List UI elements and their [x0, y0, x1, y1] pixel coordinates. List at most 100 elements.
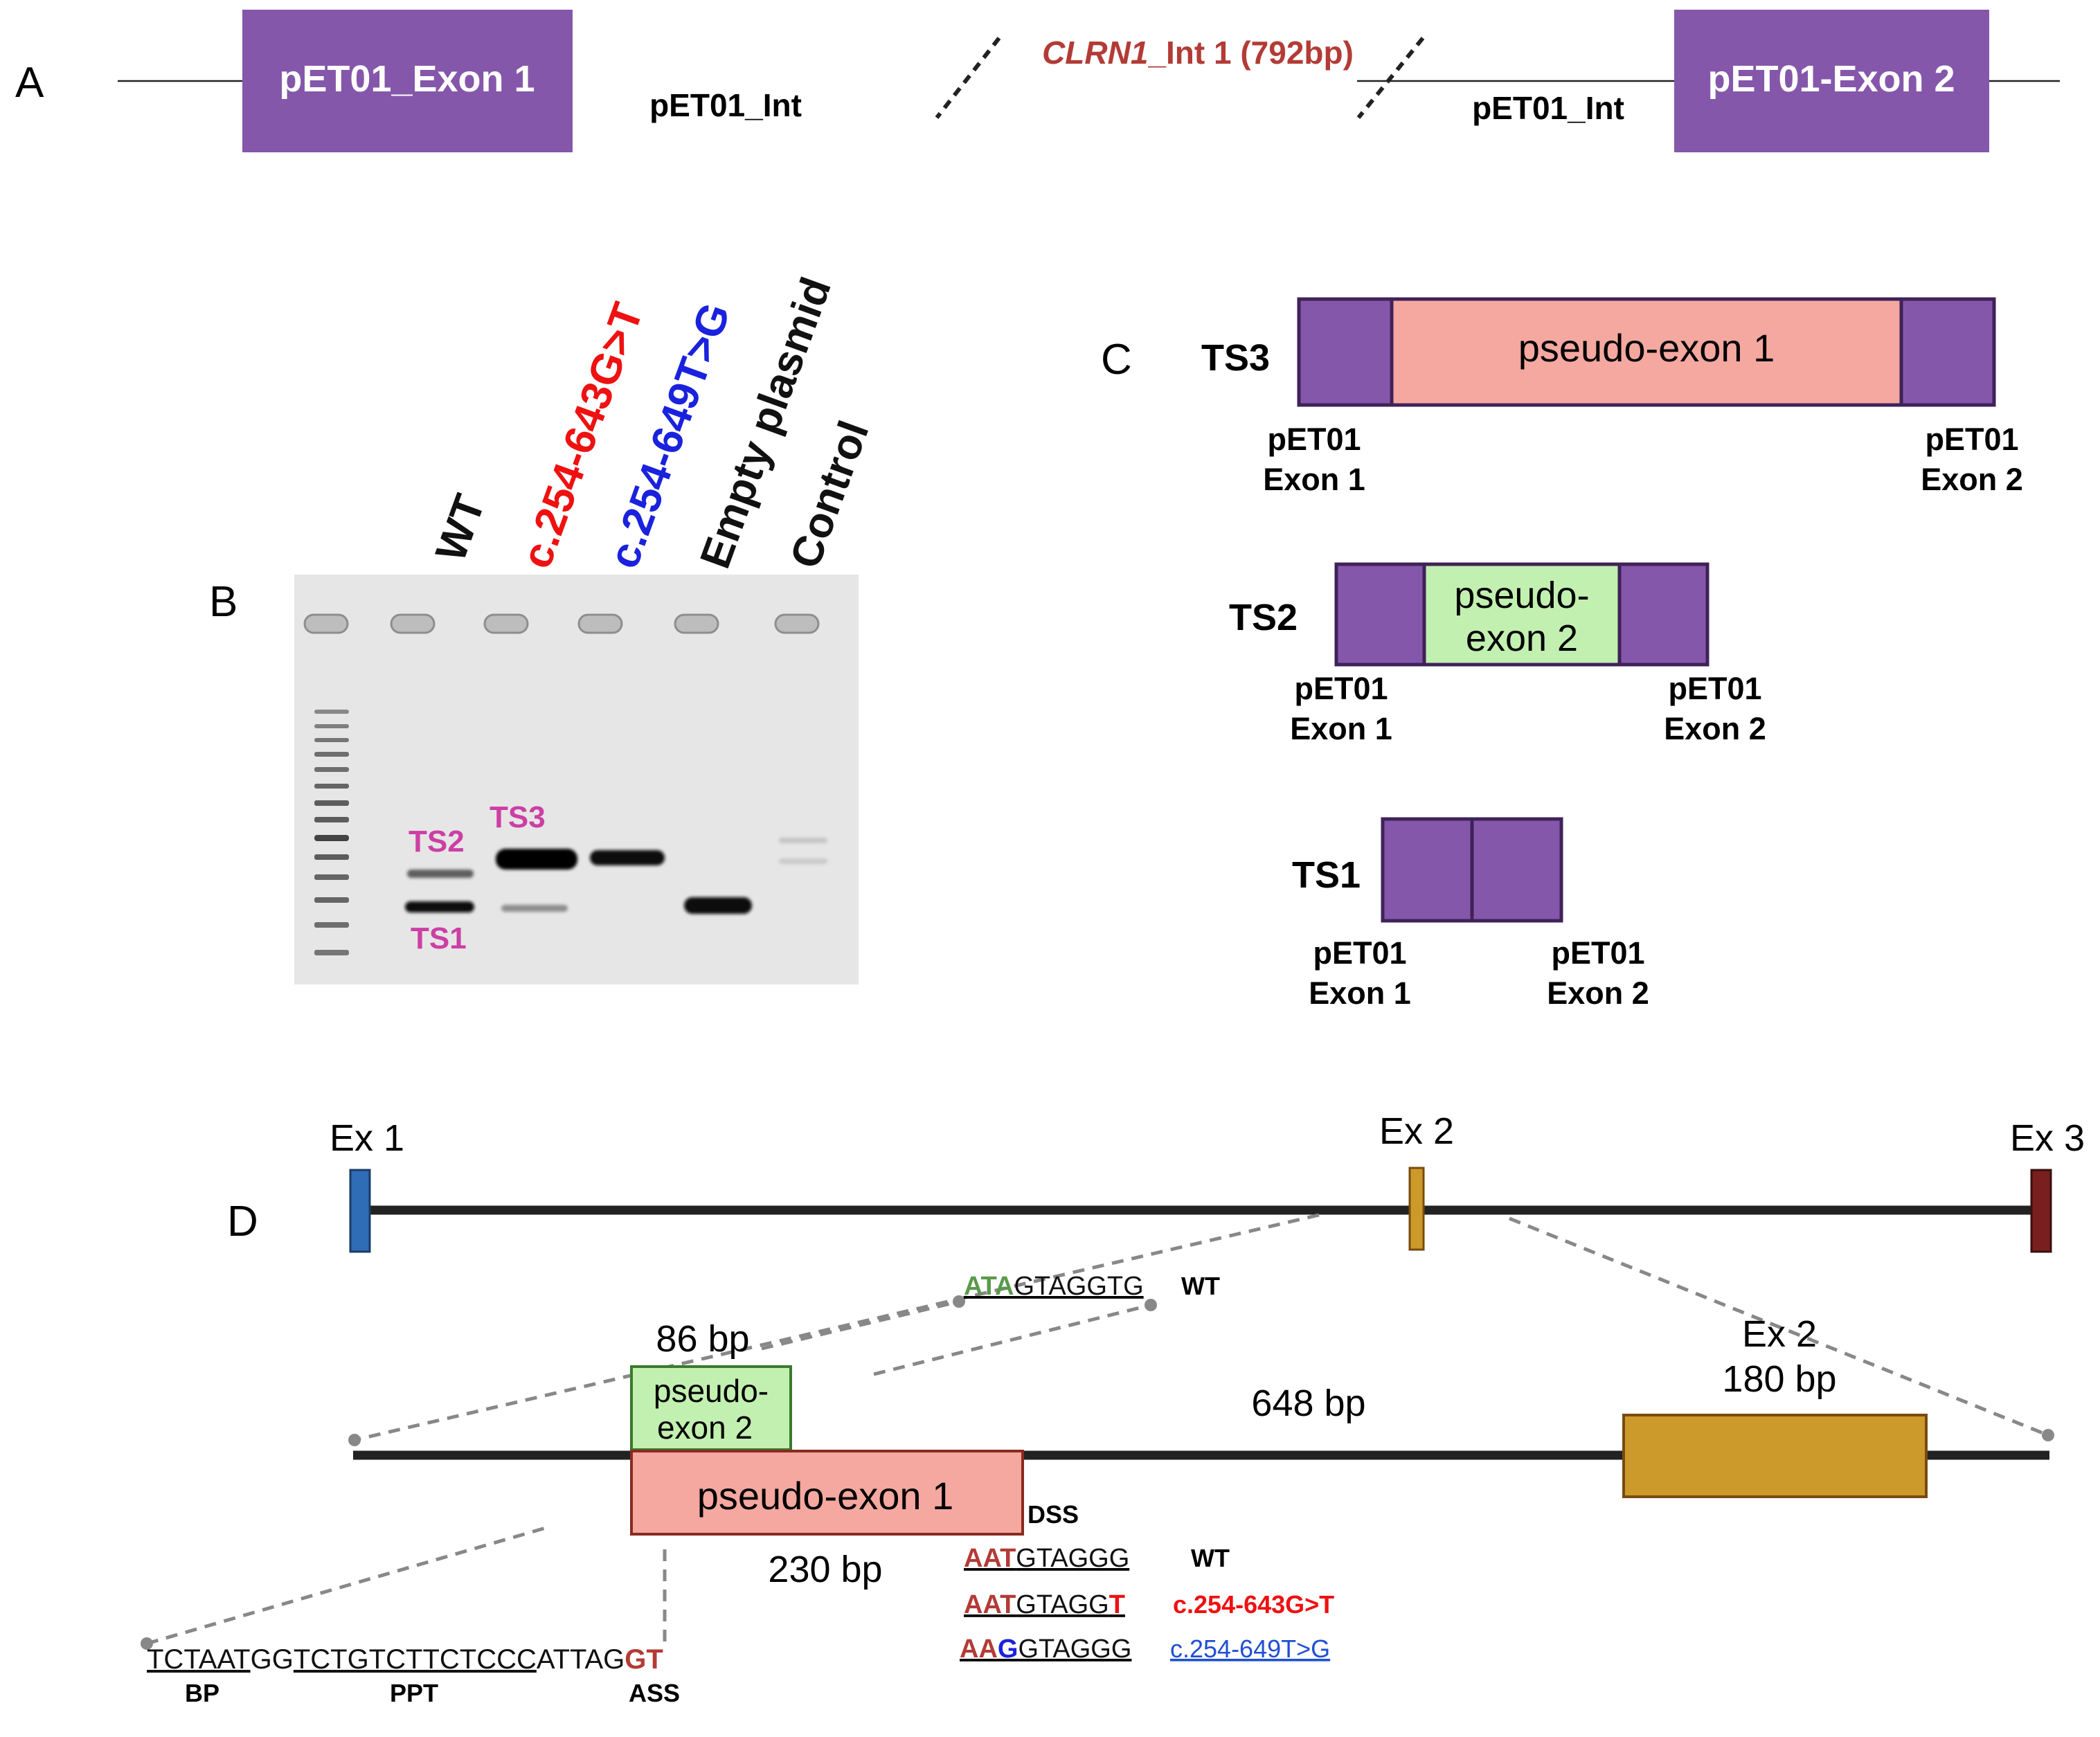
zoom-connectors — [146, 1213, 2049, 1646]
break-mark-right — [1356, 37, 1425, 119]
ex2-zoom-label: Ex 2 — [1742, 1313, 1817, 1355]
pet01-exon2-box — [1674, 10, 1989, 152]
pe2-label-line1: pseudo- — [654, 1373, 769, 1409]
ts2-exon1-label-line2: Exon 1 — [1290, 711, 1392, 746]
break-mark-left — [935, 37, 1001, 119]
wt-top-tag: WT — [1181, 1272, 1220, 1300]
pe1-box — [630, 1450, 1024, 1536]
band-label-ts3: TS3 — [490, 800, 546, 834]
ts3-label: TS3 — [1201, 337, 1270, 379]
ex2-zoom-box — [1622, 1414, 1928, 1498]
seq-mut2-base: G — [998, 1635, 1018, 1664]
lane-label-control: Control — [781, 415, 878, 575]
connector-dot — [141, 1637, 153, 1650]
ladder-band — [314, 854, 349, 860]
ts1-exon1-box — [1381, 817, 1474, 923]
ts1-exon2-label-line2: Exon 2 — [1547, 975, 1649, 1011]
gel-wells — [303, 613, 820, 634]
clrn1-insert-label: CLRN1_Int 1 (792bp) — [1042, 35, 1354, 71]
ts2-pseudo-exon2-label-line1: pseudo- — [1454, 575, 1589, 616]
ex2-box — [1408, 1167, 1425, 1251]
seq-mut2-highlight: AA — [960, 1635, 998, 1664]
wt-ts2-band — [407, 870, 474, 878]
control-smear — [779, 858, 827, 864]
ex2-label: Ex 2 — [1379, 1110, 1454, 1152]
gel-well — [483, 613, 529, 634]
ts2-pseudo-exon2-box — [1422, 562, 1622, 667]
connector-dot — [348, 1434, 361, 1446]
panel-c: C TS3 pseudo-exon 1 pET01 Exon 1 pET01 E… — [1101, 297, 2023, 1011]
ts2-exon2-label-line1: pET01 — [1668, 671, 1761, 706]
mut1-ts3-band — [496, 849, 577, 870]
ppt-label: PPT — [390, 1679, 438, 1707]
seq-wt-highlight: AAT — [964, 1544, 1016, 1573]
seq-wt: AATGTAGGG — [964, 1544, 1129, 1573]
gel-image — [294, 575, 859, 984]
ladder-band — [314, 710, 349, 714]
zoom-connector-right — [1509, 1216, 2049, 1437]
seq-mut2-rest: GTAGGG — [1018, 1635, 1131, 1664]
sample-bands — [405, 838, 827, 914]
ts2-pseudo-exon2-label-line2: exon 2 — [1466, 618, 1578, 659]
ladder-band — [314, 784, 349, 789]
pe1-label: pseudo-exon 1 — [697, 1474, 954, 1518]
pe2-box — [630, 1365, 792, 1451]
branch-spacer-seq: GG — [251, 1644, 294, 1675]
clrn1-gene-name: CLRN1 — [1042, 35, 1148, 71]
gel-well — [774, 613, 820, 634]
wt-top-highlight: ATA — [964, 1272, 1014, 1301]
bp-connector — [146, 1524, 551, 1646]
ass-seq: ATTAG — [537, 1644, 625, 1675]
seq-mut2-tag: c.254-649T>G — [1170, 1635, 1330, 1663]
ladder-band — [314, 922, 349, 928]
seq-mut1-rest: GTAGG — [1016, 1590, 1109, 1619]
ladder-band — [314, 950, 349, 955]
connector-dot — [953, 1295, 965, 1308]
panel-a: A pET01_Exon 1 pET01-Exon 2 pET01_Int pE… — [15, 10, 2060, 152]
ts3-pseudo-exon1-box — [1390, 297, 1903, 407]
ladder-band — [314, 752, 349, 757]
empty-plasmid-band — [684, 897, 752, 914]
seq-mut2: AAGGTAGGG — [960, 1635, 1131, 1664]
pe1-size-label: 230 bp — [768, 1549, 882, 1590]
ts2-exon2-box — [1617, 562, 1709, 667]
ts1-label: TS1 — [1292, 854, 1361, 896]
mut2-ts3-band — [590, 850, 665, 865]
ppt-seq: TCTGTCTTCTCCC — [294, 1644, 537, 1675]
ladder-band — [314, 835, 349, 841]
pe2-size-label: 86 bp — [656, 1318, 749, 1360]
seq-mut1: AATGTAGGT — [964, 1590, 1125, 1619]
pe2-label-line2: exon 2 — [657, 1410, 753, 1446]
ts1-exon2-box — [1470, 817, 1563, 923]
bp-label: BP — [185, 1679, 219, 1707]
pe2-wt-connector-2 — [873, 1303, 1151, 1376]
ladder-band — [314, 767, 349, 772]
pet01-exon1-box — [242, 10, 573, 152]
seq-mut1-base: T — [1109, 1590, 1125, 1619]
ts1-exon1-label-line1: pET01 — [1313, 935, 1406, 971]
panel-b-label: B — [209, 578, 237, 626]
ladder-band — [314, 897, 349, 903]
seq-wt-rest: GTAGGG — [1016, 1544, 1129, 1573]
dss-label: DSS — [1027, 1500, 1079, 1529]
gel-well — [390, 613, 436, 634]
mut1-faint-band — [501, 905, 568, 912]
panel-c-label: C — [1101, 336, 1132, 384]
panel-d: D Ex 1 Ex 2 Ex 3 86 bp pseudo — [141, 1110, 2085, 1707]
band-label-ts2: TS2 — [409, 825, 465, 858]
ladder-band — [314, 800, 349, 806]
connector-dots — [141, 1295, 2054, 1650]
ts2-exon1-box — [1334, 562, 1426, 667]
ts3-exon2-label-line1: pET01 — [1925, 422, 2018, 457]
lane-label-wt: WT — [427, 488, 494, 567]
panel-a-label: A — [15, 59, 44, 107]
ex1-label: Ex 1 — [330, 1117, 404, 1159]
ex3-label: Ex 3 — [2010, 1117, 2085, 1159]
ts3-exon1-label-line2: Exon 1 — [1263, 462, 1365, 497]
seq-mut1-tag: c.254-643G>T — [1173, 1590, 1334, 1619]
branch-sequence: TCTAATGGTCTGTCTTCTCCCATTAGGT — [147, 1644, 663, 1675]
connector-dot — [1145, 1299, 1157, 1311]
branch-point-seq: TCTAAT — [147, 1644, 251, 1675]
ts3-exon2-box — [1899, 297, 1996, 407]
